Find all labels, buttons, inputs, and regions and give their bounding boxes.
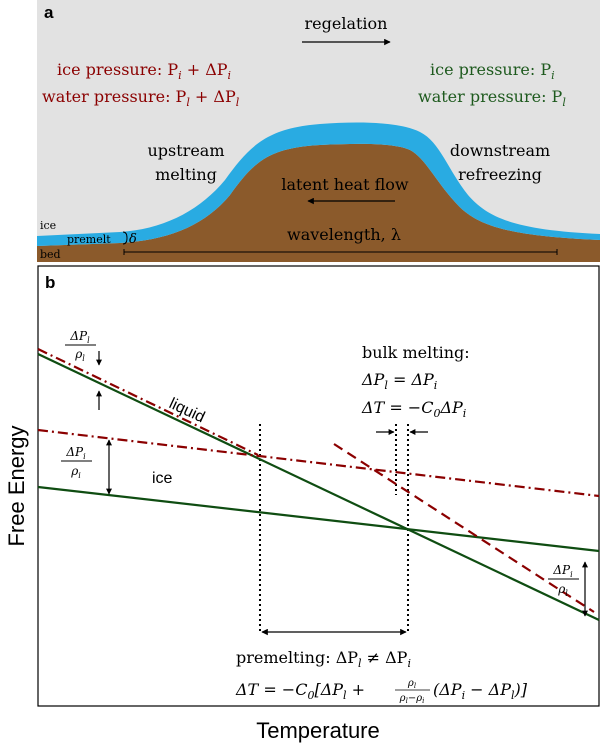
ice-label-b: ice (152, 470, 173, 487)
liquid-solid-line (37, 353, 600, 621)
panel-a: a regelation ice pressure: Pi + ΔPi wate… (37, 0, 600, 262)
premelting-equation: ΔT = −C0[ΔPl + ρl ρl−ρi (ΔPi − ΔPl)] (235, 678, 528, 705)
bulk-melting-title: bulk melting: (362, 343, 470, 362)
ice-shifted-dashdot-line (37, 428, 600, 498)
right-water-pressure: water pressure: Pl (418, 87, 566, 109)
regelation-label: regelation (305, 14, 388, 33)
svg-text:ρl: ρl (557, 582, 568, 598)
frac-pl-rhol: ΔPl ρl (65, 329, 96, 363)
ice-solid-line (37, 485, 600, 553)
svg-text:ρl−ρi: ρl−ρi (399, 693, 425, 705)
svg-text:ρl: ρl (407, 678, 416, 690)
svg-text:ΔPi: ΔPi (65, 445, 86, 461)
melting-label: melting (155, 165, 217, 184)
delta-symbol: δ (129, 232, 137, 247)
refreezing-label: refreezing (458, 165, 542, 184)
svg-text:ρl: ρl (74, 347, 85, 363)
premelt-bracket (122, 231, 128, 245)
svg-text:ρi: ρi (70, 464, 81, 480)
svg-text:(ΔPi − ΔPl)]: (ΔPi − ΔPl)] (433, 680, 528, 702)
y-axis-label: Free Energy (4, 425, 29, 546)
premelt-film (37, 122, 600, 246)
liquid-shifted-dashdot-line (37, 348, 259, 456)
svg-text:ΔPl: ΔPl (69, 329, 90, 345)
premelt-label: premelt (67, 233, 111, 246)
liquid-bulk-dashed-line (333, 443, 595, 613)
ice-label-a: ice (40, 219, 56, 232)
left-ice-pressure: ice pressure: Pi + ΔPi (57, 60, 231, 82)
panel-b-label: b (45, 273, 55, 292)
downstream-label: downstream (450, 141, 550, 160)
bed-bump (37, 143, 600, 262)
frac-pi-rhol: ΔPi ρl (548, 563, 579, 598)
svg-text:ΔT = −C0[ΔPl +: ΔT = −C0[ΔPl + (235, 680, 365, 702)
left-water-pressure: water pressure: Pl + ΔPl (42, 87, 240, 109)
right-ice-pressure: ice pressure: Pi (430, 60, 555, 82)
panel-a-label: a (44, 3, 54, 22)
bulk-melting-eq1: ΔPl = ΔPi (361, 370, 437, 392)
x-axis-label: Temperature (256, 718, 380, 743)
upstream-label: upstream (147, 141, 224, 160)
wavelength-label: wavelength, λ (287, 225, 401, 244)
frac-pi-rhoi: ΔPi ρi (61, 445, 92, 480)
panel-b: b Free Energy Temperature liquid ice ΔPl… (4, 265, 600, 743)
bed-label: bed (40, 248, 61, 261)
latent-heat-label: latent heat flow (281, 175, 409, 194)
bulk-melting-eq2: ΔT = −C0ΔPi (361, 398, 466, 420)
svg-text:ΔPi: ΔPi (552, 563, 573, 579)
premelting-title: premelting: ΔPl ≠ ΔPi (236, 648, 411, 670)
